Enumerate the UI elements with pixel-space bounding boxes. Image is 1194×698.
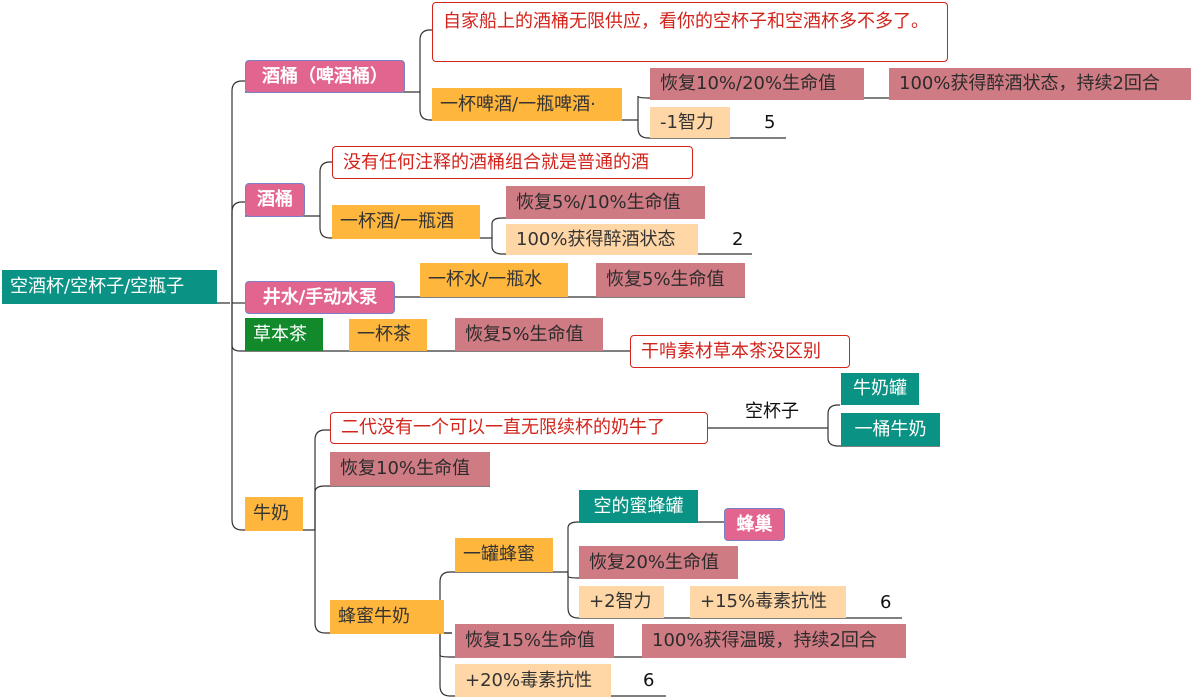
beer-barrel-label: 酒桶（啤酒桶） [262, 65, 388, 87]
barrel-status-node[interactable]: 100%获得醉酒状态 [506, 224, 698, 255]
honey-milk-warm-node[interactable]: 100%获得温暖，持续2回合 [642, 624, 906, 658]
beehive-node[interactable]: 蜂巢 [724, 508, 785, 541]
milk-link-label: 空杯子 [745, 401, 799, 422]
empty-bee-jar-node[interactable]: 空的蜜蜂罐 [579, 490, 698, 523]
milk-effect-node[interactable]: 恢复10%生命值 [330, 452, 490, 486]
well-effect-node[interactable]: 恢复5%生命值 [596, 263, 745, 297]
milk-bucket-node[interactable]: 一桶牛奶 [841, 413, 940, 446]
tea-effect-node[interactable]: 恢复5%生命值 [455, 318, 603, 351]
beer-count: 5 [764, 112, 776, 133]
root-node[interactable]: 空酒杯/空杯子/空瓶子 [2, 270, 217, 304]
honey-milk-effect-node[interactable]: 恢复15%生命值 [455, 624, 614, 658]
barrel-effect-node[interactable]: 恢复5%/10%生命值 [506, 186, 705, 219]
tea-note: 干啃素材草本茶没区别 [630, 335, 850, 368]
beer-side-effect-node[interactable]: -1智力 [650, 107, 730, 138]
barrel-node[interactable]: 酒桶 [245, 183, 305, 217]
honey-milk-count: 6 [643, 670, 655, 691]
root-label: 空酒杯/空杯子/空瓶子 [10, 276, 185, 297]
milk-node[interactable]: 牛奶 [245, 497, 303, 531]
beer-drunk-status-node[interactable]: 100%获得醉酒状态，持续2回合 [889, 68, 1191, 100]
honey-milk-node[interactable]: 蜂蜜牛奶 [330, 600, 444, 634]
milk-can-node[interactable]: 牛奶罐 [841, 373, 919, 405]
honey-jar-node[interactable]: 一罐蜂蜜 [455, 538, 553, 572]
honey-jar-count: 6 [880, 592, 892, 613]
beer-effect-node[interactable]: 恢复10%/20%生命值 [650, 68, 864, 100]
barrel-note: 没有任何注释的酒桶组合就是普通的酒 [332, 146, 693, 179]
beer-barrel-node[interactable]: 酒桶（啤酒桶） [245, 60, 405, 93]
milk-note: 二代没有一个可以一直无限续杯的奶牛了 [330, 412, 708, 444]
honey-jar-int-node[interactable]: +2智力 [579, 586, 664, 618]
honey-jar-poison-node[interactable]: +15%毒素抗性 [690, 586, 846, 618]
honey-jar-effect-node[interactable]: 恢复20%生命值 [579, 546, 738, 579]
barrel-count: 2 [732, 229, 744, 250]
beer-barrel-note: 自家船上的酒桶无限供应，看你的空杯子和空酒杯多不多了。 [432, 2, 948, 62]
honey-milk-poison-node[interactable]: +20%毒素抗性 [455, 664, 611, 697]
beer-serving-node[interactable]: 一杯啤酒/一瓶啤酒· [432, 88, 622, 121]
tea-serving-node[interactable]: 一杯茶 [349, 319, 427, 351]
barrel-serving-node[interactable]: 一杯酒/一瓶酒 [332, 205, 480, 239]
herbal-tea-node[interactable]: 草本茶 [245, 318, 323, 351]
well-serving-node[interactable]: 一杯水/一瓶水 [420, 263, 568, 297]
well-node[interactable]: 井水/手动水泵 [245, 281, 395, 314]
